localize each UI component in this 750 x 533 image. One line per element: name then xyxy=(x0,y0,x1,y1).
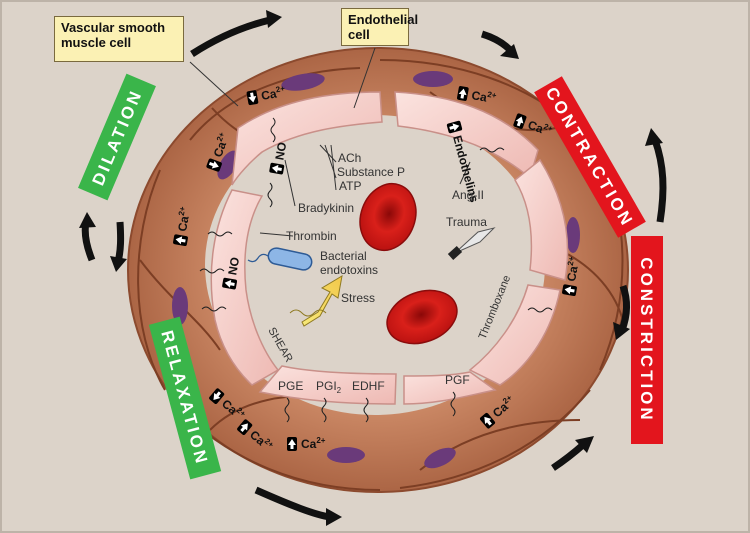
substance-p-label: Substance P xyxy=(337,165,405,179)
pgi2-label: PGI2 xyxy=(316,379,342,395)
calcium-marker: Ca2+ xyxy=(246,84,287,106)
calcium-marker: Ca2+ xyxy=(287,436,326,451)
bradykinin-label: Bradykinin xyxy=(298,201,354,215)
pge-label: PGE xyxy=(278,379,303,393)
ang-ii-label: Ang-II xyxy=(452,188,484,202)
bacterium-icon xyxy=(247,247,313,271)
stress-label: Stress xyxy=(341,291,375,305)
constriction-banner: CONSTRICTION xyxy=(631,236,663,444)
calcium-label: Ca2+ xyxy=(210,131,233,159)
svg-text:NO: NO xyxy=(272,141,289,161)
endothelial-ring xyxy=(210,91,569,405)
red-blood-cell-icon xyxy=(386,289,458,345)
endotoxins-label: endotoxins xyxy=(320,263,378,277)
stress-arrow-icon xyxy=(289,275,343,327)
pgf-label: PGF xyxy=(445,373,470,387)
calcium-marker: Ca2+ xyxy=(173,205,193,246)
lumen xyxy=(205,115,545,415)
calcium-label: Ca2+ xyxy=(470,87,497,106)
calcium-label: Ca2+ xyxy=(174,205,193,232)
no-marker: NO xyxy=(269,141,289,175)
calcium-label: Ca2+ xyxy=(301,436,326,451)
red-blood-cell-icon xyxy=(359,182,417,252)
calcium-marker: Ca2+ xyxy=(562,255,582,296)
no-marker: NO xyxy=(222,256,242,290)
calcium-marker: Ca2+ xyxy=(513,113,554,140)
svg-text:NO: NO xyxy=(225,256,242,276)
calcium-label: Ca2+ xyxy=(526,117,554,140)
calcium-marker: Ca2+ xyxy=(206,131,233,172)
arrowheads xyxy=(79,10,663,526)
endothelial-callout: Endothelial cell xyxy=(341,8,418,46)
scalpel-icon xyxy=(447,227,496,260)
leader-lines xyxy=(189,47,471,237)
smooth-muscle-callout: Vascular smooth muscle cell xyxy=(54,16,184,62)
edhf-label: EDHF xyxy=(352,379,385,393)
signal-lines xyxy=(199,117,553,423)
bacterial-label: Bacterial xyxy=(320,249,367,263)
thrombin-label: Thrombin xyxy=(286,229,337,243)
ach-label: ACh xyxy=(338,151,361,165)
calcium-label: Ca2+ xyxy=(260,84,287,103)
atp-label: ATP xyxy=(339,179,361,193)
constriction-label: CONSTRICTION xyxy=(637,257,656,422)
trauma-label: Trauma xyxy=(446,215,487,229)
calcium-label: Ca2+ xyxy=(563,255,582,282)
calcium-marker: Ca2+ xyxy=(457,86,498,106)
